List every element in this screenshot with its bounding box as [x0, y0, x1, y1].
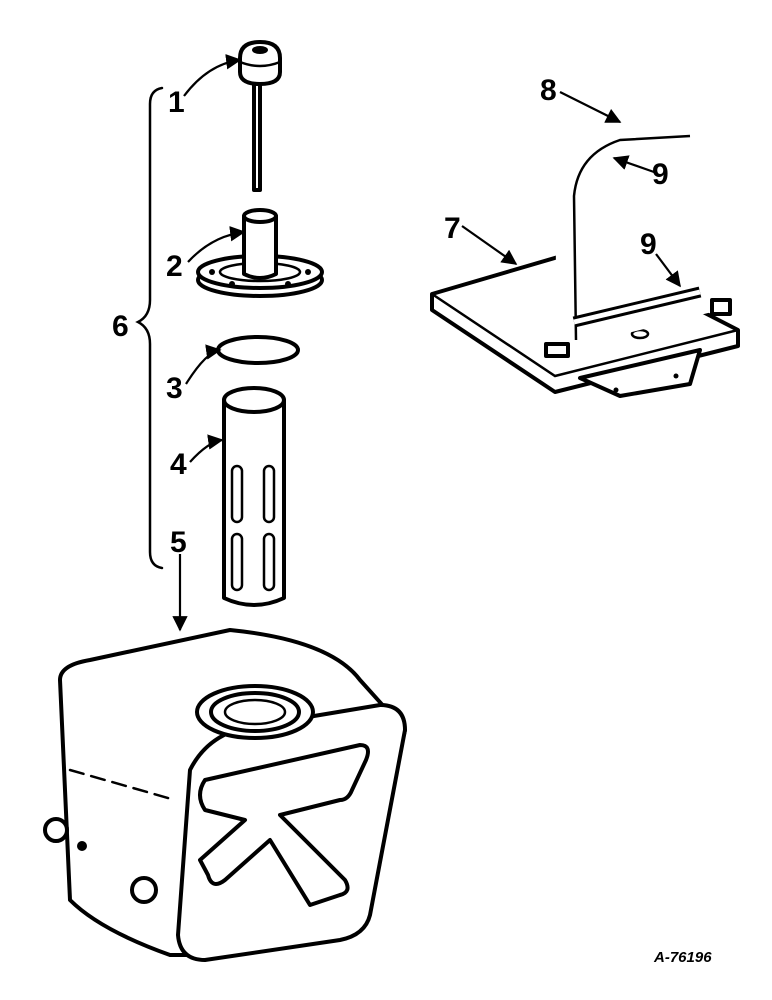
callout-1: 1 — [168, 86, 185, 119]
callout-6: 6 — [112, 310, 129, 343]
gauge-cap-part — [238, 40, 282, 192]
callout-7: 7 — [444, 212, 461, 245]
callout-3: 3 — [166, 372, 183, 405]
callout-5: 5 — [170, 526, 187, 559]
leader-lines — [172, 54, 681, 632]
callout-2: 2 — [166, 250, 183, 283]
flange-adapter-part — [196, 208, 324, 298]
strainer-tube-part — [222, 386, 286, 607]
callout-9a: 9 — [652, 158, 669, 191]
fuel-tank-part — [43, 628, 407, 962]
callout-9b: 9 — [640, 228, 657, 261]
callout-4: 4 — [170, 448, 187, 481]
reference-code: A-76196 — [653, 949, 712, 966]
group-bracket — [135, 86, 164, 570]
callout-8: 8 — [540, 74, 557, 107]
gasket-ring-part — [216, 335, 300, 365]
